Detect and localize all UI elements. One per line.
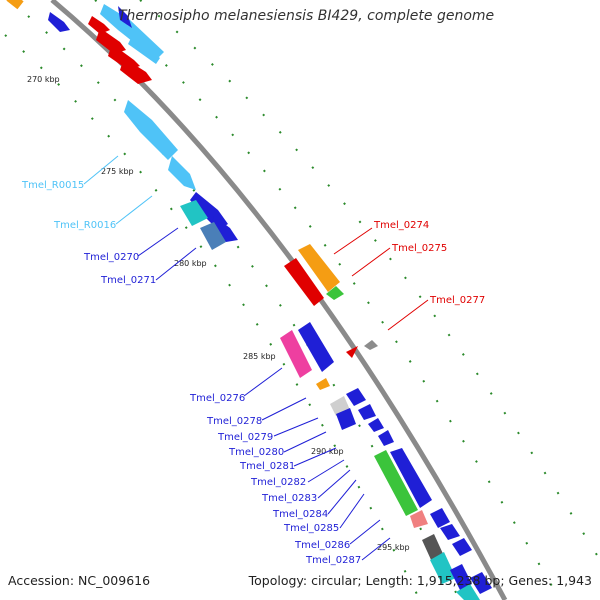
topology-text: Topology: circular; Length: 1,915,238 bp…: [248, 573, 592, 588]
gene-feature: [430, 552, 456, 584]
gene-feature: [128, 36, 160, 64]
gene-feature: [6, 0, 24, 10]
gene-label: Tmel_0282: [250, 477, 306, 488]
gene-feature: [346, 346, 358, 358]
gene-feature: [48, 12, 70, 32]
gene-feature: [374, 450, 418, 516]
gene-feature: [422, 534, 444, 562]
gene-feature: [368, 418, 384, 432]
gene-label: Tmel_0270: [83, 252, 139, 263]
gene-feature: [100, 4, 164, 60]
gene-label: Tmel_0277: [429, 295, 485, 306]
gene-feature: [450, 564, 472, 590]
accession-text: Accession: NC_009616: [8, 573, 151, 588]
tick-label: 280 kbp: [174, 259, 207, 268]
gene-label: Tmel_0271: [100, 275, 156, 286]
gene-feature: [298, 244, 340, 292]
gene-feature: [440, 524, 460, 540]
gene-label: Tmel_0279: [217, 432, 273, 443]
gene-feature: [364, 340, 378, 350]
tick-label: 295 kbp: [377, 543, 410, 552]
tick-label: 275 kbp: [101, 167, 134, 176]
tick-label: 270 kbp: [27, 75, 60, 84]
gene-feature: [200, 222, 226, 250]
gene-features: [6, 0, 492, 600]
gene-feature: [378, 430, 394, 446]
gene-feature: [326, 286, 344, 300]
gene-feature: [168, 156, 196, 190]
tick-label: 285 kbp: [243, 352, 276, 361]
gene-feature: [210, 216, 238, 242]
gene-feature: [456, 584, 480, 600]
gene-feature: [390, 448, 432, 508]
gene-feature: [298, 322, 334, 372]
gene-label: Tmel_0287: [305, 555, 361, 566]
gene-feature: [410, 510, 428, 528]
gene-feature: [470, 572, 492, 594]
gene-label: Tmel_0284: [272, 509, 328, 520]
gene-label: Tmel_0286: [294, 540, 350, 551]
gene-feature: [430, 508, 450, 528]
genome-title: Thermosipho melanesiensis BI429, complet…: [118, 8, 495, 24]
gene-feature: [336, 408, 356, 430]
gene-label: Tmel_R0016: [53, 220, 116, 231]
gene-feature: [358, 404, 376, 420]
gene-feature: [280, 330, 312, 378]
gene-label: Tmel_0274: [373, 220, 429, 231]
gene-feature: [88, 16, 110, 34]
gene-label: Tmel_0280: [228, 447, 284, 458]
gene-feature: [120, 58, 152, 84]
gene-feature: [124, 100, 178, 160]
dotted-tracks: [4, 0, 600, 600]
gene-feature: [316, 378, 330, 390]
gene-feature: [452, 538, 472, 556]
gene-label: Tmel_0278: [206, 416, 262, 427]
gene-label: Tmel_0285: [283, 523, 339, 534]
gene-feature: [96, 28, 126, 54]
gene-feature: [118, 6, 132, 28]
gene-label: Tmel_0281: [239, 461, 295, 472]
leader-lines: [83, 155, 429, 561]
gene-label: Tmel_R0015: [21, 180, 84, 191]
gene-feature: [180, 200, 208, 226]
gene-feature: [284, 258, 324, 306]
gene-label: Tmel_0283: [261, 493, 317, 504]
gene-label: Tmel_0276: [189, 393, 245, 404]
gene-feature: [346, 388, 366, 406]
gene-label: Tmel_0275: [391, 243, 447, 254]
